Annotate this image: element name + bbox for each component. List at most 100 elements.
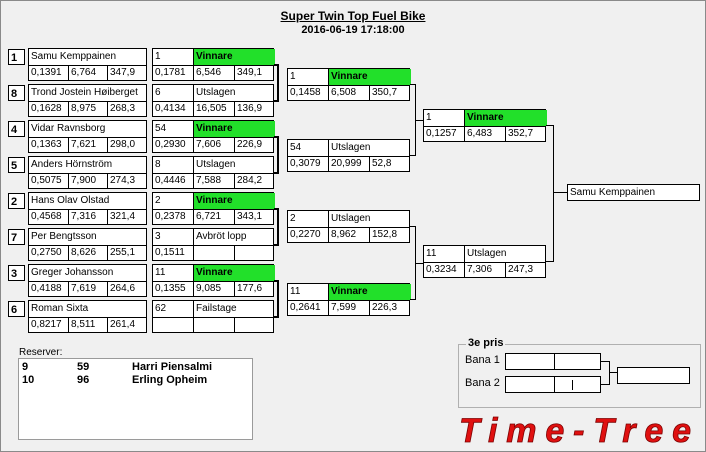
driver-name: Samu Kemppainen bbox=[31, 51, 117, 62]
seed-number: 7 bbox=[8, 229, 25, 245]
speed: 177,6 bbox=[234, 281, 275, 297]
elapsed-time: 6,546 bbox=[193, 65, 234, 81]
reserves-label: Reserver: bbox=[19, 347, 63, 358]
speed: 226,9 bbox=[234, 137, 275, 153]
competitor-number: 8 bbox=[155, 159, 161, 170]
seed-number: 5 bbox=[8, 157, 25, 173]
elapsed-time: 6,721 bbox=[193, 209, 234, 225]
reaction-time: 0,3079 bbox=[290, 158, 321, 169]
reaction-time: 0,4188 bbox=[31, 283, 62, 294]
speed: 350,7 bbox=[369, 85, 411, 101]
reaction-time: 0,2378 bbox=[155, 211, 186, 222]
third-winner-box[interactable] bbox=[617, 367, 690, 384]
elapsed-time: 7,316 bbox=[68, 209, 107, 225]
elapsed-time: 8,511 bbox=[68, 317, 107, 333]
box-row-top: Roman Sixta bbox=[29, 301, 146, 318]
champion-box[interactable]: Samu Kemppainen bbox=[567, 184, 700, 201]
speed: 255,1 bbox=[107, 245, 148, 261]
speed: 284,2 bbox=[234, 173, 275, 189]
reaction-time: 0,1511 bbox=[155, 247, 185, 258]
bracket-line bbox=[415, 263, 423, 264]
third-lane2-box[interactable] bbox=[505, 376, 601, 393]
speed: 52,8 bbox=[369, 156, 411, 172]
reserves-list: 9 59 Harri Piensalmi 10 96 Erling Opheim bbox=[18, 358, 253, 440]
bracket-line bbox=[274, 208, 278, 210]
speed: 274,3 bbox=[107, 173, 148, 189]
reaction-time: 0,5075 bbox=[31, 175, 62, 186]
bracket-line bbox=[277, 136, 279, 174]
elapsed-time: 7,619 bbox=[68, 281, 107, 297]
seed-number: 8 bbox=[8, 85, 25, 101]
bracket-line bbox=[274, 280, 278, 282]
competitor-number: 11 bbox=[426, 248, 437, 259]
bracket-line bbox=[410, 155, 416, 156]
race-status: Vinnare bbox=[328, 284, 411, 300]
third-lane1-box[interactable] bbox=[505, 353, 601, 370]
seed-number: 3 bbox=[8, 265, 25, 281]
race-status: Vinnare bbox=[328, 69, 411, 85]
bracket-line bbox=[277, 280, 279, 318]
speed: 343,1 bbox=[234, 209, 275, 225]
reaction-time: 0,4134 bbox=[155, 103, 186, 114]
elapsed-time: 8,962 bbox=[328, 227, 369, 243]
elapsed-time: 6,483 bbox=[464, 126, 505, 142]
box-row-top: Greger Johansson bbox=[29, 265, 146, 282]
driver-name: Trond Jostein Høiberget bbox=[31, 87, 138, 98]
reaction-time: 0,1355 bbox=[155, 283, 186, 294]
lane2-label: Bana 2 bbox=[465, 377, 500, 389]
seed-number: 1 bbox=[8, 49, 25, 65]
race-status: Vinnare bbox=[193, 121, 275, 137]
third-place-label: 3e pris bbox=[466, 337, 506, 349]
speed: 321,4 bbox=[107, 209, 148, 225]
box-row-top: Trond Jostein Høiberget bbox=[29, 85, 146, 102]
elapsed-time: 6,508 bbox=[328, 85, 369, 101]
speed bbox=[234, 317, 275, 333]
competitor-number: 62 bbox=[155, 303, 167, 314]
bracket-line bbox=[277, 64, 279, 102]
driver-name: Greger Johansson bbox=[31, 267, 114, 278]
reaction-time: 0,4568 bbox=[31, 211, 62, 222]
bracket-line bbox=[553, 192, 567, 193]
bracket-line bbox=[546, 125, 554, 126]
seed-number: 4 bbox=[8, 121, 25, 137]
bracket-line bbox=[274, 172, 278, 174]
competitor-number: 1 bbox=[426, 112, 432, 123]
box-row-bottom bbox=[153, 317, 273, 333]
time-tree-logo: Time-Tree bbox=[459, 412, 692, 448]
competitor-number: 11 bbox=[290, 286, 301, 297]
